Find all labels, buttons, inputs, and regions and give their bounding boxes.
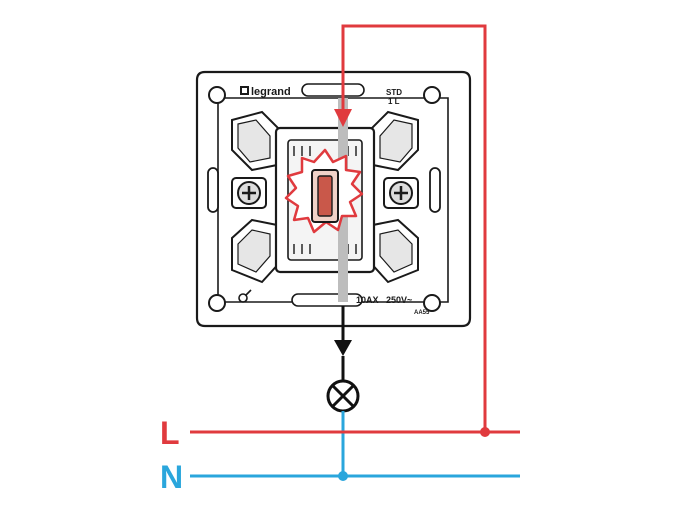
neutral-label: N xyxy=(160,459,183,495)
brand-name: legrand xyxy=(251,86,291,98)
rating-code: AA55 xyxy=(414,310,430,316)
live-label: L xyxy=(160,415,180,451)
legrand-logo-icon xyxy=(240,86,249,95)
neutral-junction xyxy=(338,471,348,481)
lamp-icon xyxy=(326,379,360,413)
live-junction xyxy=(480,427,490,437)
left-clamp xyxy=(231,110,283,284)
terminal-screw-right xyxy=(383,177,419,209)
rating-voltage: 250V~ xyxy=(386,295,412,305)
side-slots xyxy=(207,167,441,213)
model-line-2: 1 L xyxy=(388,97,400,106)
terminal-screw-left xyxy=(231,177,267,209)
live-wire xyxy=(334,24,487,432)
right-clamp xyxy=(367,110,419,284)
rating-current: 10AX xyxy=(356,295,379,305)
load-wire xyxy=(334,306,352,380)
earth-symbol-icon xyxy=(238,289,252,303)
model-line-1: STD xyxy=(386,88,402,97)
mounting-holes xyxy=(208,86,441,312)
switch-actuator xyxy=(311,169,339,223)
